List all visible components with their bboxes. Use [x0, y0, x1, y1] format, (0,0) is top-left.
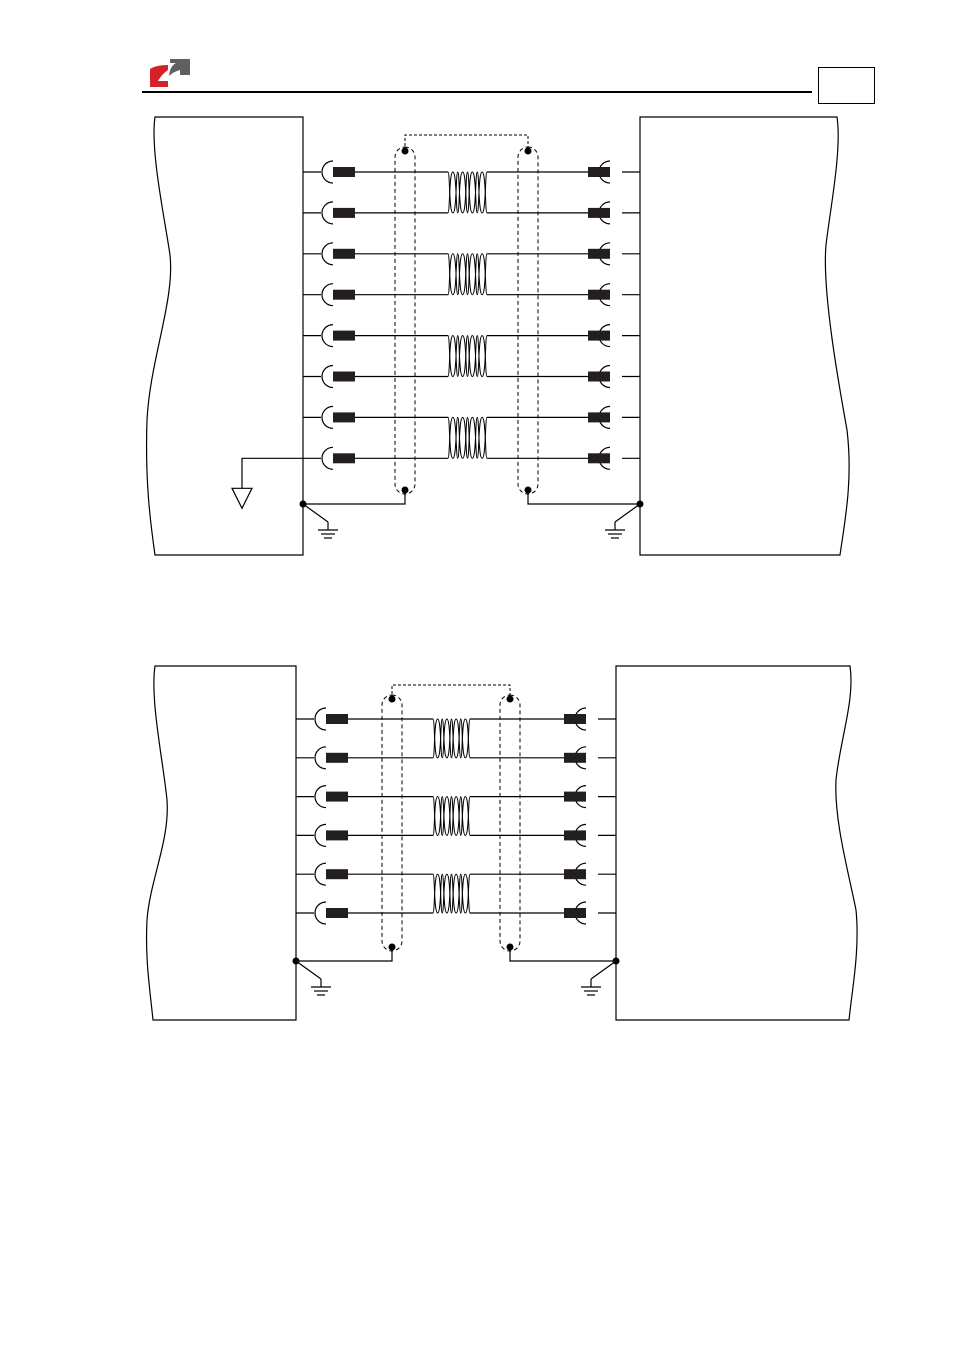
left-device-outline: [147, 666, 296, 1020]
connector-pin: [564, 714, 586, 724]
shield-drain-right: [510, 947, 616, 961]
connector-pin: [326, 714, 348, 724]
connector-socket: [315, 824, 326, 846]
twisted-pair-strand: [433, 874, 470, 913]
shield-interconnect: [392, 685, 510, 699]
connector-socket: [315, 863, 326, 885]
connector-pin: [564, 830, 586, 840]
connector-pin: [564, 753, 586, 763]
twisted-pair-strand: [433, 874, 470, 913]
twisted-pair-strand: [433, 719, 470, 758]
connector-socket: [315, 708, 326, 730]
connector-pin: [564, 869, 586, 879]
connector-pin: [326, 908, 348, 918]
right-device-outline: [616, 666, 857, 1020]
ground-lead: [296, 961, 321, 979]
connector-pin: [564, 908, 586, 918]
connector-pin: [326, 792, 348, 802]
shield-drain-left: [296, 947, 392, 961]
twisted-pair-strand: [433, 797, 470, 836]
connector-pin: [326, 830, 348, 840]
connector-pin: [564, 792, 586, 802]
connector-pin: [326, 869, 348, 879]
connector-socket: [315, 786, 326, 808]
twisted-pair-strand: [433, 797, 470, 836]
connector-socket: [315, 902, 326, 924]
ground-lead: [591, 961, 616, 979]
twisted-pair-strand: [433, 719, 470, 758]
connector-socket: [315, 747, 326, 769]
connector-pin: [326, 753, 348, 763]
